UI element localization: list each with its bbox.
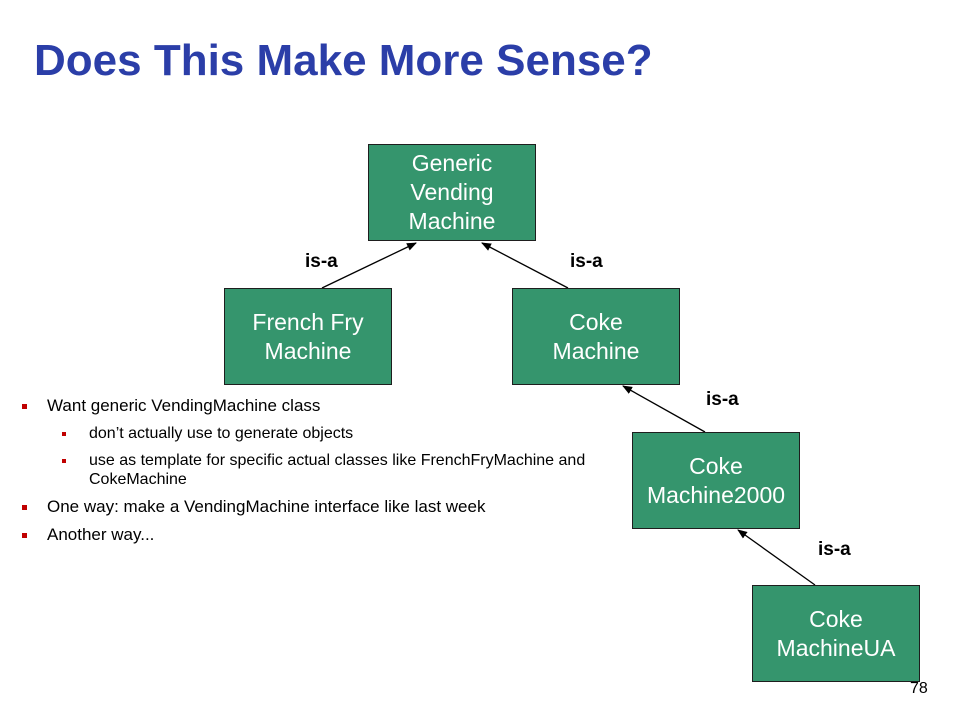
bullet-item: Another way... <box>18 525 618 545</box>
bullet-text: Another way... <box>47 525 155 544</box>
bullet-list: Want generic VendingMachine class don’t … <box>18 396 618 553</box>
node-generic-vending-machine: Generic Vending Machine <box>368 144 536 241</box>
bullet-marker <box>22 533 27 538</box>
node-line: Machine2000 <box>646 481 786 508</box>
edge-label-frenchfry: is-a <box>305 251 338 272</box>
bullet-item: One way: make a VendingMachine interface… <box>18 497 607 517</box>
arrow-coke-to-generic <box>481 242 569 289</box>
arrow-cokeua-to-coke2000 <box>737 529 816 586</box>
bullet-marker <box>62 432 66 436</box>
edge-label-coke2000: is-a <box>706 389 739 410</box>
bullet-text: use as template for specific actual clas… <box>89 452 586 488</box>
arrow-coke2000-to-coke <box>622 385 706 433</box>
node-line: Coke <box>689 452 743 479</box>
edge-label-coke: is-a <box>570 251 603 272</box>
node-line: Generic <box>411 150 493 176</box>
node-french-fry-machine: French Fry Machine <box>224 288 392 385</box>
node-line: Machine <box>552 337 640 364</box>
sub-bullet-item: use as template for specific actual clas… <box>18 451 599 489</box>
bullet-marker <box>22 404 27 409</box>
node-line: Machine <box>408 208 496 234</box>
bullet-marker <box>22 505 27 510</box>
node-coke-machine2000: Coke Machine2000 <box>632 432 800 529</box>
node-line: Vending <box>410 179 494 205</box>
edge-label-cokeua: is-a <box>818 539 851 560</box>
slide-title: Does This Make More Sense? <box>34 36 653 85</box>
bullet-text: Want generic VendingMachine class <box>47 396 321 415</box>
node-line: MachineUA <box>776 634 896 661</box>
bullet-marker <box>62 459 66 463</box>
node-line: Machine <box>264 337 352 364</box>
node-line: French Fry <box>252 308 364 335</box>
node-coke-machine: Coke Machine <box>512 288 680 385</box>
bullet-text: don’t actually use to generate objects <box>89 425 354 442</box>
node-line: Coke <box>569 308 623 335</box>
page-number: 78 <box>910 680 928 697</box>
bullet-text: One way: make a VendingMachine interface… <box>47 497 486 516</box>
sub-bullet-item: don’t actually use to generate objects <box>18 424 618 443</box>
arrow-frenchfry-to-generic <box>321 242 417 289</box>
node-coke-machineua: Coke MachineUA <box>752 585 920 682</box>
bullet-item: Want generic VendingMachine class <box>18 396 618 416</box>
node-line: Coke <box>809 605 863 632</box>
